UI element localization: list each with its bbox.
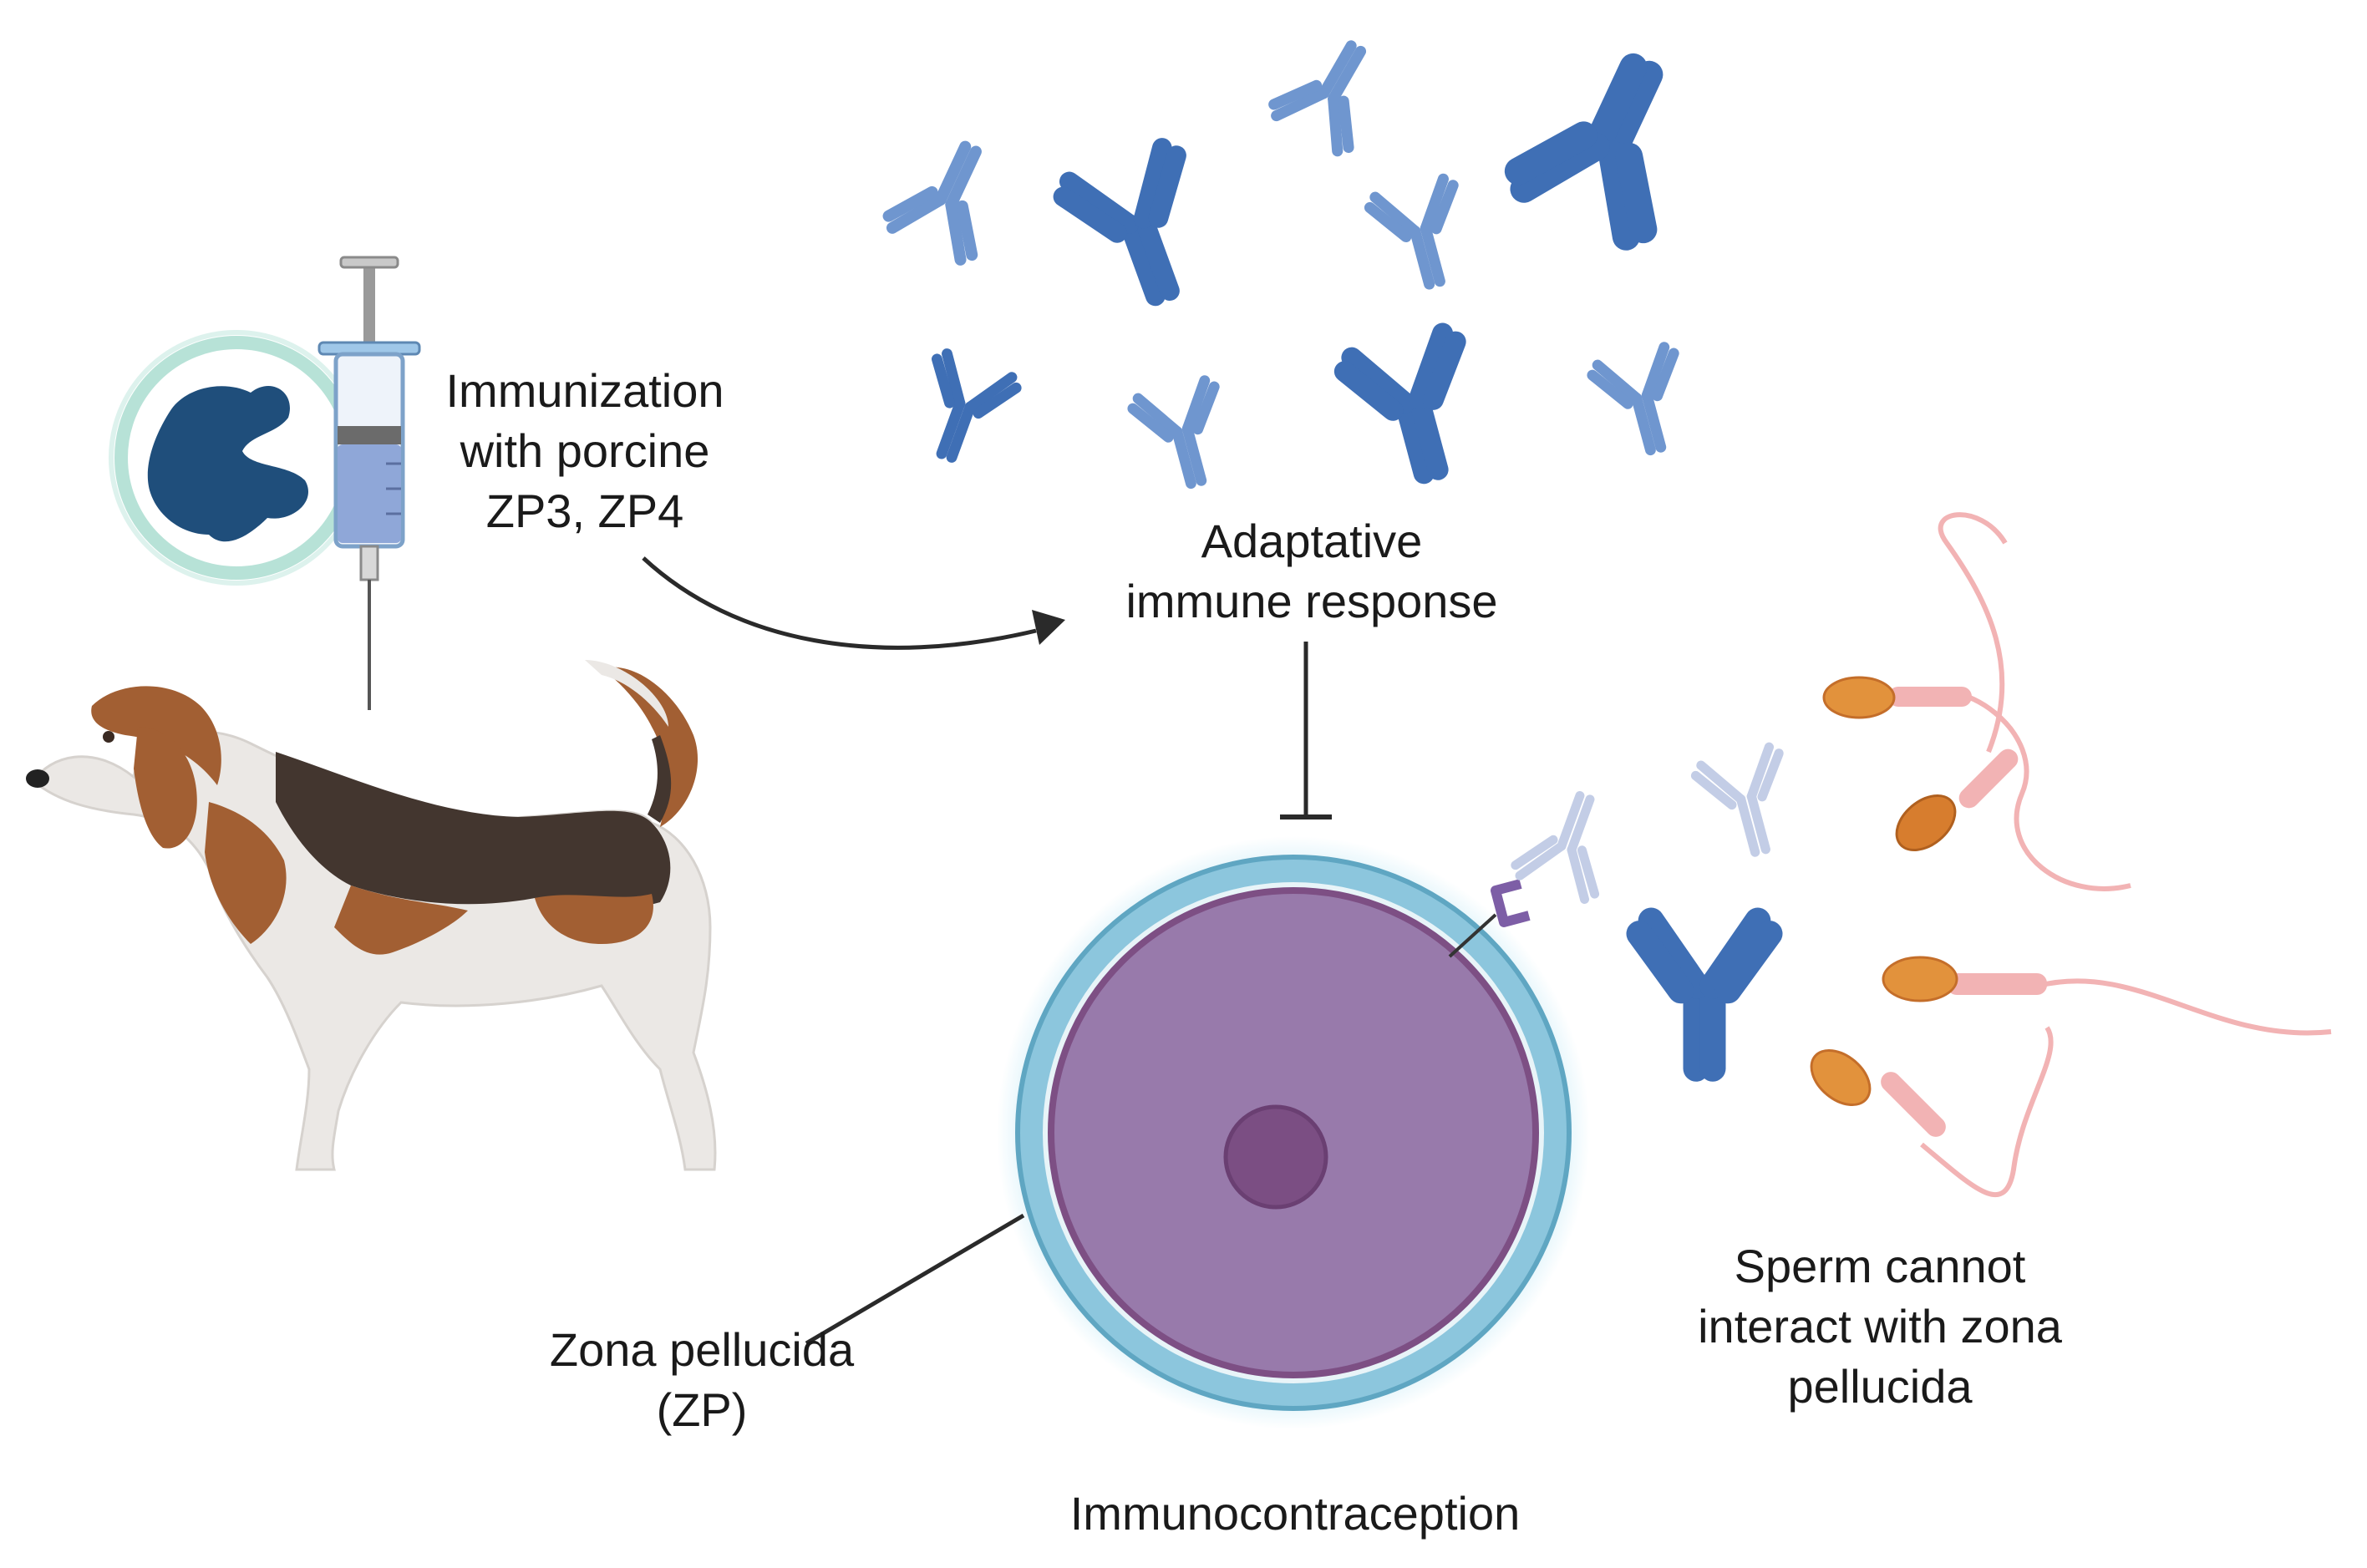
sperm-blocked-label: Sperm cannot interact with zona pellucid…	[1646, 1236, 2114, 1417]
adaptive-line-2: immune response	[1125, 575, 1498, 627]
sperm-group	[1810, 512, 2332, 1198]
immunization-line-2: with porcine	[460, 424, 710, 477]
arrow-icon	[642, 556, 1065, 650]
inhibition-icon	[1280, 642, 1332, 820]
zona-line-1: Zona pellucida	[549, 1323, 855, 1376]
immunization-line-1: Immunization	[445, 364, 724, 417]
syringe-icon	[317, 256, 421, 710]
dog-icon	[26, 660, 717, 1171]
antibody-icon	[1639, 921, 1770, 1068]
protein-icon	[147, 385, 308, 542]
sperm-icon	[1810, 1026, 2054, 1198]
antibody-icon	[1270, 27, 1394, 155]
sperm-line-3: pellucida	[1787, 1360, 1973, 1413]
sperm-icon	[1895, 512, 2019, 852]
antibody-icon	[1512, 783, 1624, 901]
immunization-line-3: ZP3, ZP4	[485, 485, 684, 537]
antibody-icon	[1342, 331, 1486, 487]
antibody-icon	[1059, 144, 1219, 314]
zona-pellucida-label: Zona pellucida (ZP)	[468, 1320, 936, 1440]
sperm-icon	[1882, 956, 2332, 1036]
immunization-label: Immunization with porcine ZP3, ZP4	[359, 361, 810, 541]
antibody-icon	[907, 351, 1019, 469]
receptor-icon	[1448, 879, 1531, 958]
antibody-icon	[1130, 378, 1237, 493]
adaptive-line-1: Adaptative	[1201, 515, 1423, 567]
antibody-icon	[1512, 42, 1704, 242]
protein-inset	[109, 330, 364, 586]
outcome-label: Immunocontraception	[961, 1484, 1629, 1544]
sperm-line-2: interact with zona	[1698, 1300, 2062, 1352]
antibody-icon	[1694, 745, 1802, 862]
oocyte-icon	[997, 836, 1590, 1429]
outcome-line-1: Immunocontraception	[1069, 1487, 1521, 1540]
antibody-icon	[1590, 345, 1696, 459]
zona-line-2: (ZP)	[656, 1383, 748, 1436]
antibody-cluster	[885, 27, 1704, 493]
antibody-icon	[1368, 177, 1476, 294]
sperm-icon	[1822, 676, 2131, 891]
antibody-icon	[885, 129, 1013, 263]
sperm-line-1: Sperm cannot	[1734, 1240, 2026, 1292]
adaptive-response-label: Adaptative immune response	[1053, 511, 1571, 632]
zona-pointer-line	[805, 1213, 1025, 1346]
